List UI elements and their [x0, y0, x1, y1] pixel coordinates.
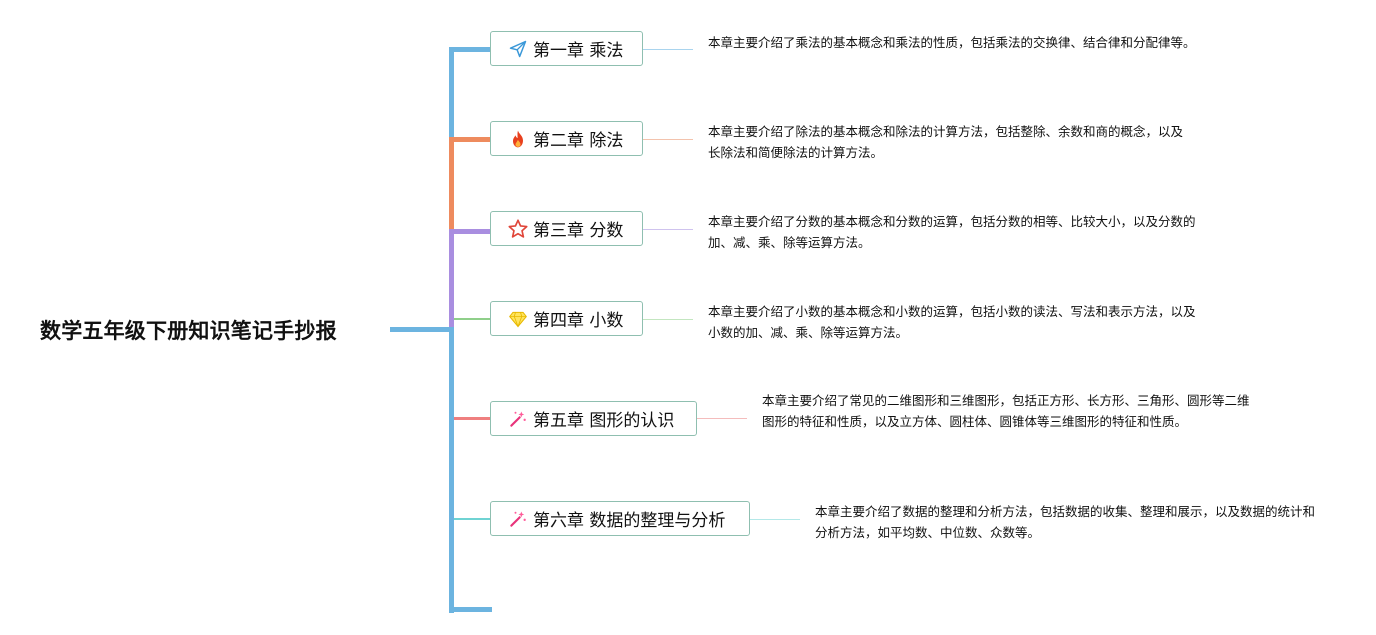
- star-icon: [507, 218, 529, 240]
- fire-icon: [507, 128, 529, 150]
- chapter-label: 第三章 分数: [533, 221, 624, 241]
- spine-segment: [449, 327, 454, 613]
- chapter-node-6[interactable]: 第六章 数据的整理与分析: [490, 501, 750, 536]
- branch-line-end: [449, 607, 492, 612]
- desc-connector-4: [643, 319, 693, 320]
- branch-line-5: [454, 417, 492, 420]
- branch-line-6: [454, 518, 492, 520]
- magic-wand-icon: [507, 508, 529, 530]
- branch-line-4: [454, 318, 492, 320]
- chapter-description-5: 本章主要介绍了常见的二维图形和三维图形，包括正方形、长方形、三角形、圆形等二维图…: [762, 393, 1250, 429]
- chapter-label: 第五章 图形的认识: [533, 411, 675, 431]
- spine-segment: [449, 137, 454, 232]
- desc-connector-3: [643, 229, 693, 230]
- desc-connector-6: [750, 519, 800, 520]
- branch-line-1: [449, 47, 492, 52]
- spine-segment: [449, 229, 454, 329]
- root-topic[interactable]: 数学五年级下册知识笔记手抄报: [40, 319, 337, 343]
- desc-connector-1: [643, 49, 693, 50]
- root-connector: [390, 327, 454, 332]
- chapter-node-3[interactable]: 第三章 分数: [490, 211, 643, 246]
- chapter-node-1[interactable]: 第一章 乘法: [490, 31, 643, 66]
- chapter-description-4: 本章主要介绍了小数的基本概念和小数的运算，包括小数的读法、写法和表示方法，以及小…: [708, 304, 1196, 340]
- chapter-node-2[interactable]: 第二章 除法: [490, 121, 643, 156]
- paper-plane-icon: [507, 38, 529, 60]
- magic-wand-icon: [507, 408, 529, 430]
- branch-line-3: [449, 229, 492, 234]
- chapter-description-1: 本章主要介绍了乘法的基本概念和乘法的性质，包括乘法的交换律、结合律和分配律等。: [708, 35, 1196, 50]
- chapter-label: 第四章 小数: [533, 311, 624, 331]
- chapter-description-3: 本章主要介绍了分数的基本概念和分数的运算，包括分数的相等、比较大小，以及分数的加…: [708, 214, 1196, 250]
- desc-connector-5: [697, 418, 747, 419]
- chapter-label: 第一章 乘法: [533, 41, 624, 61]
- branch-line-2: [449, 137, 492, 142]
- chapter-node-5[interactable]: 第五章 图形的认识: [490, 401, 697, 436]
- desc-connector-2: [643, 139, 693, 140]
- chapter-description-6: 本章主要介绍了数据的整理和分析方法，包括数据的收集、整理和展示，以及数据的统计和…: [815, 504, 1316, 540]
- spine-segment: [449, 47, 454, 140]
- chapter-description-2: 本章主要介绍了除法的基本概念和除法的计算方法，包括整除、余数和商的概念，以及长除…: [708, 124, 1184, 160]
- diamond-icon: [507, 308, 529, 330]
- chapter-label: 第六章 数据的整理与分析: [533, 511, 726, 531]
- chapter-label: 第二章 除法: [533, 131, 624, 151]
- chapter-node-4[interactable]: 第四章 小数: [490, 301, 643, 336]
